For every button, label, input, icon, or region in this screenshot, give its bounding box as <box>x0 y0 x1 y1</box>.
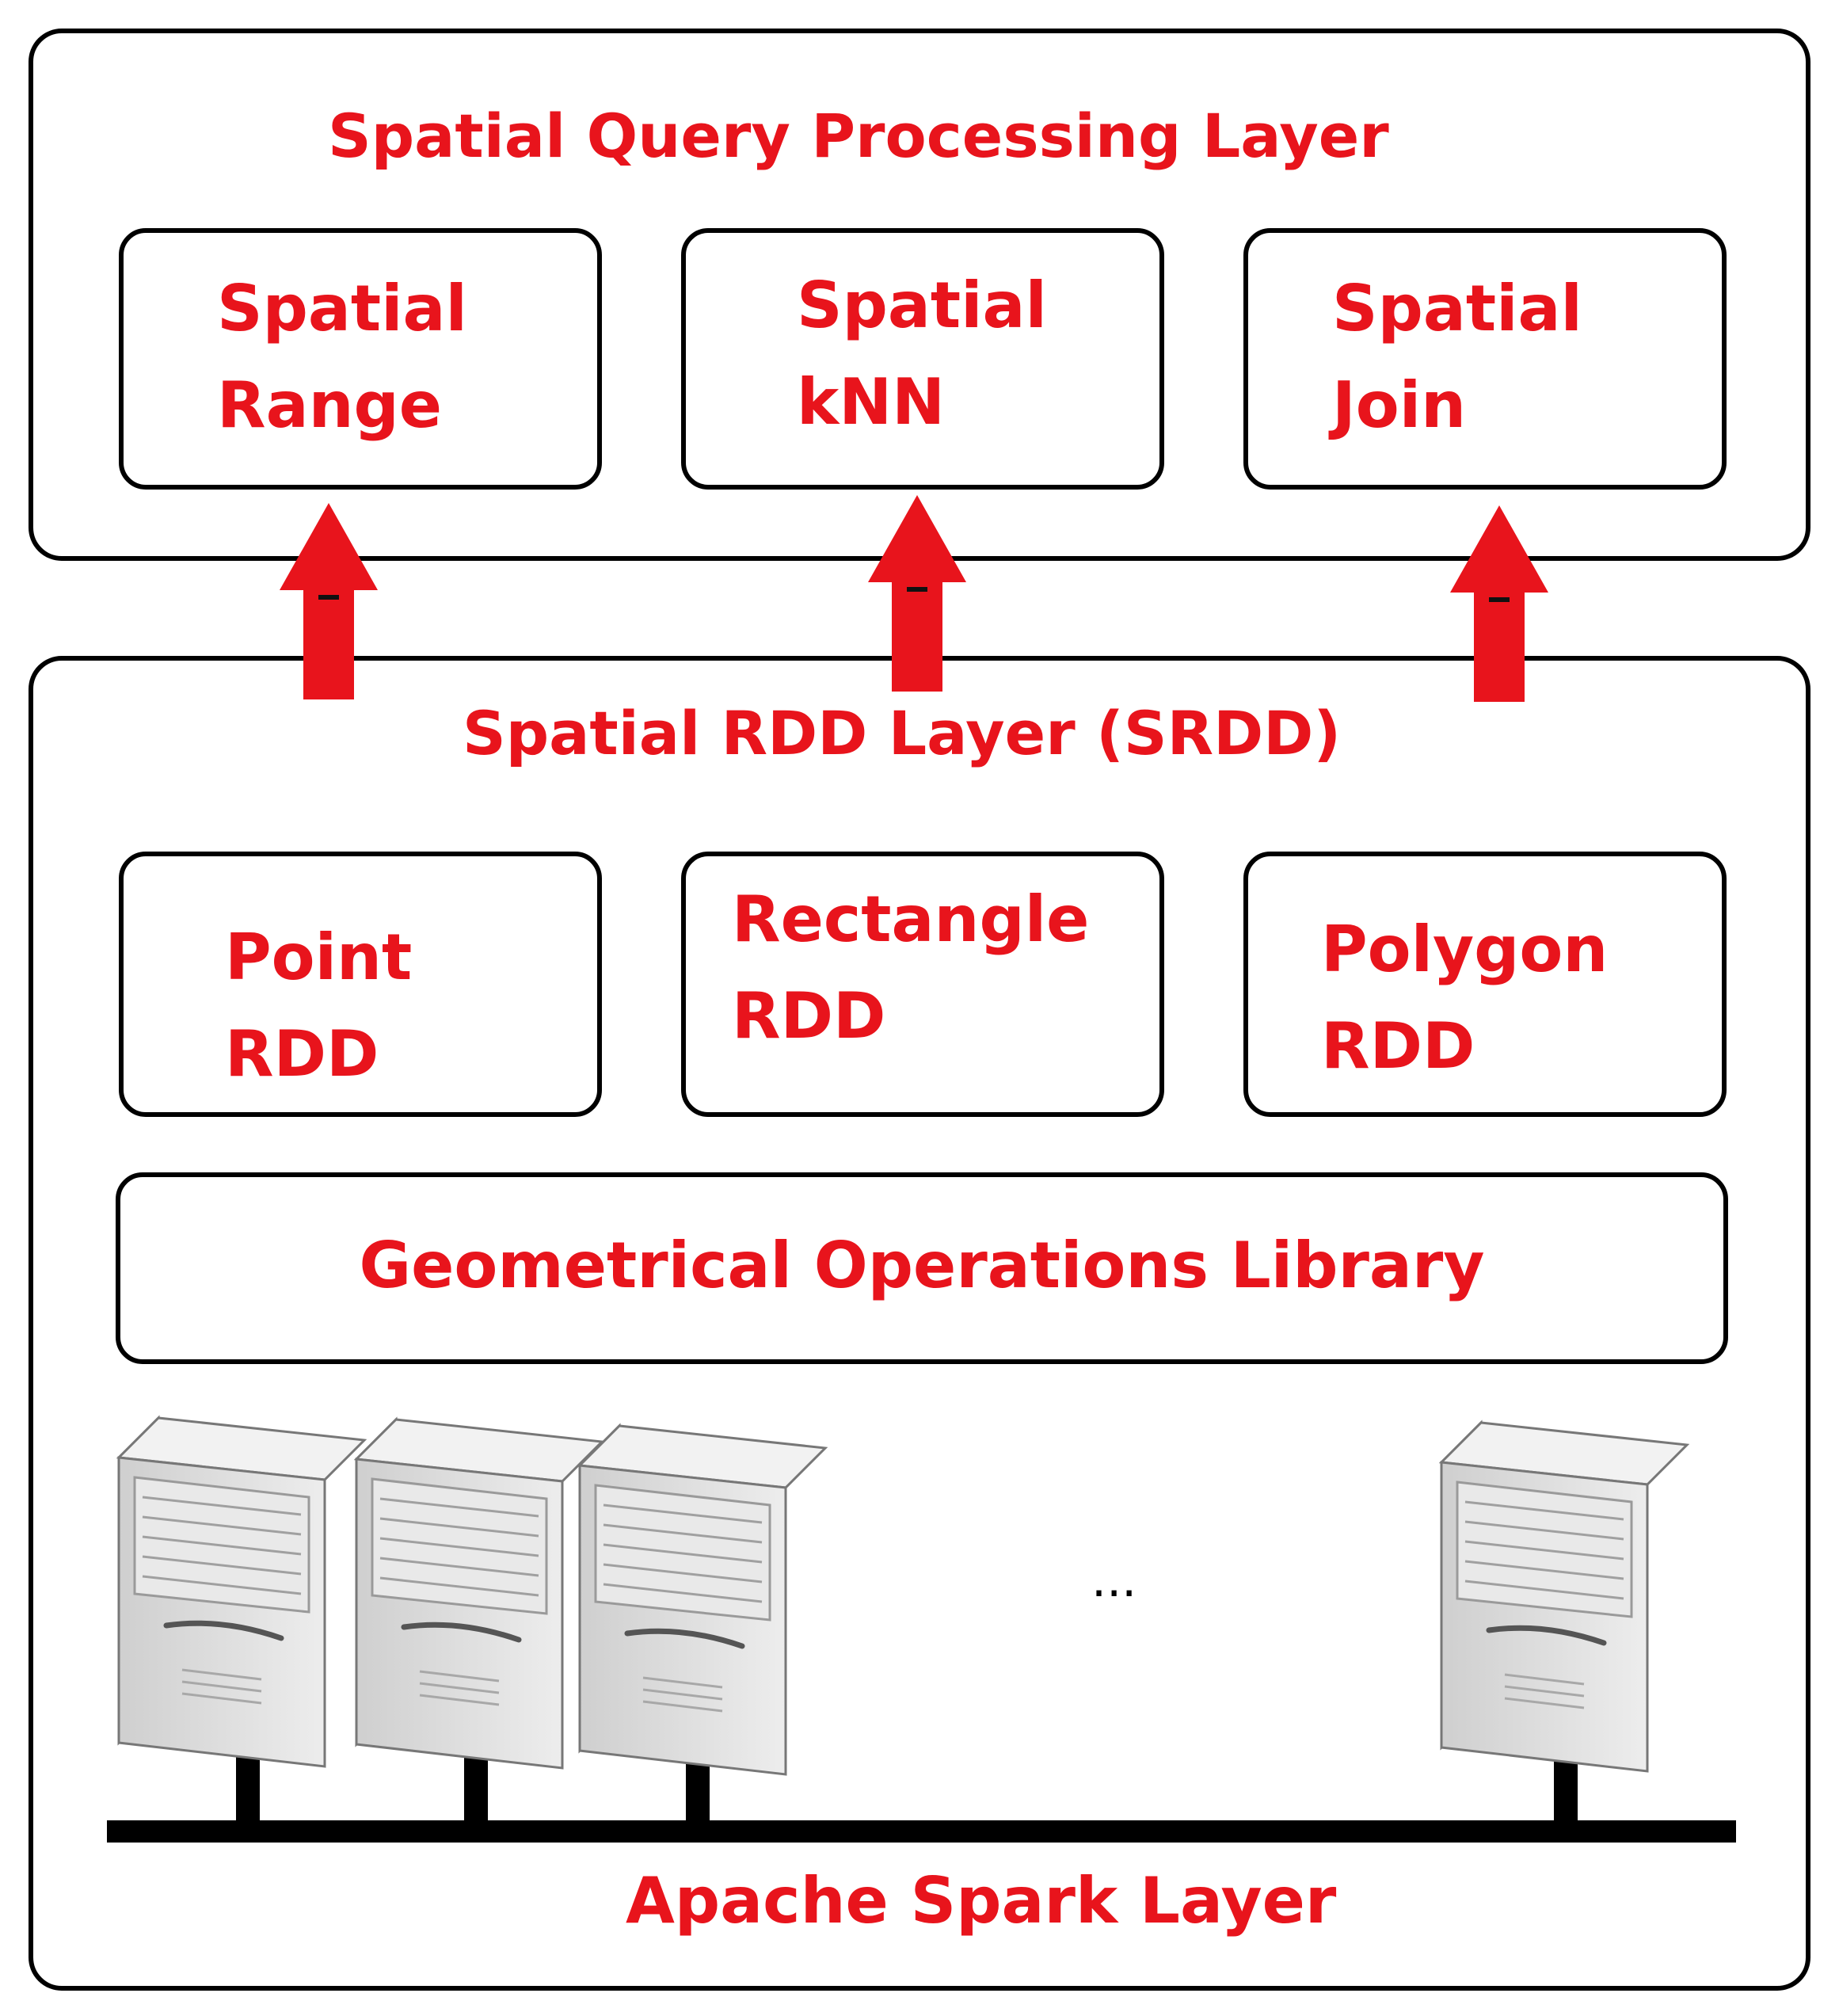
label-line2: Join <box>1332 368 1467 442</box>
geometry-library-box: Geometrical Operations Library <box>116 1172 1728 1364</box>
srdd-box-point: Point RDD <box>119 852 602 1117</box>
up-arrow-icon <box>1450 505 1548 702</box>
server-icon <box>119 1418 364 1766</box>
query-box-join-label: Spatial Join <box>1332 277 1582 437</box>
geometry-library-label: Geometrical Operations Library <box>359 1229 1485 1302</box>
srdd-box-polygon-label: Polygon RDD <box>1321 918 1608 1078</box>
query-box-join: Spatial Join <box>1243 228 1727 490</box>
server-ellipsis: ... <box>1091 1553 1137 1608</box>
spark-layer-title: Apache Spark Layer <box>626 1864 1337 1938</box>
server-icon <box>356 1420 602 1768</box>
query-layer-title: Spatial Query Processing Layer <box>328 101 1389 171</box>
srdd-box-point-label: Point RDD <box>225 926 412 1086</box>
label-line2: kNN <box>797 365 946 439</box>
query-box-range: Spatial Range <box>119 228 602 490</box>
label-line2: Range <box>217 368 443 442</box>
label-line1: Rectangle <box>732 882 1090 956</box>
label-line2: RDD <box>1321 1009 1475 1083</box>
up-arrow-icon <box>868 495 966 692</box>
server-icon <box>580 1426 825 1774</box>
query-box-knn: Spatial kNN <box>681 228 1164 490</box>
server-icon <box>1441 1423 1687 1771</box>
label-line1: Spatial <box>797 269 1047 342</box>
srdd-box-rectangle-label: Rectangle RDD <box>732 888 1089 1048</box>
label-line1: Spatial <box>1332 272 1582 345</box>
query-box-knn-label: Spatial kNN <box>797 274 1047 434</box>
label-line2: RDD <box>732 979 886 1053</box>
query-box-range-label: Spatial Range <box>217 277 467 437</box>
network-bus <box>107 1820 1736 1843</box>
up-arrow-icon <box>280 503 378 699</box>
srdd-box-polygon: Polygon RDD <box>1243 852 1727 1117</box>
label-line1: Polygon <box>1321 913 1609 986</box>
label-line2: RDD <box>225 1017 379 1091</box>
label-line1: Spatial <box>217 272 467 345</box>
srdd-layer-title: Spatial RDD Layer (SRDD) <box>463 698 1342 768</box>
srdd-box-rectangle: Rectangle RDD <box>681 852 1164 1117</box>
label-line1: Point <box>225 920 413 994</box>
